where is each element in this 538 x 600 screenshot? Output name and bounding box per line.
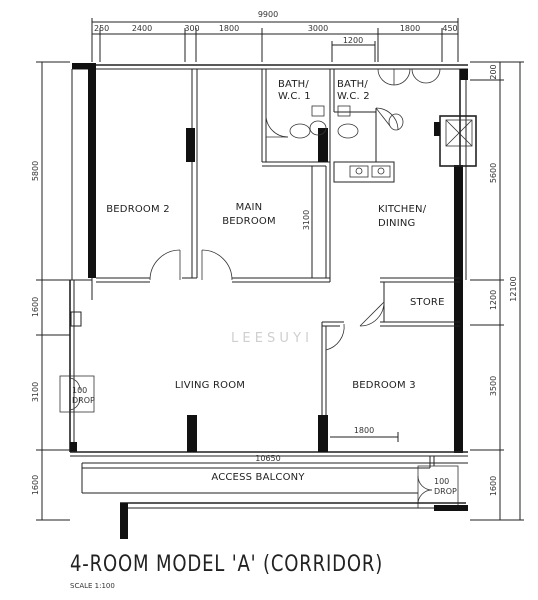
- dim-right-2: 5600: [489, 163, 498, 183]
- label-bedroom-3: BEDROOM 3: [352, 380, 416, 391]
- label-kitchen-line2: DINING: [378, 218, 416, 229]
- right-dimensions: 200 5600 1200 3500 1600 12100: [470, 61, 524, 521]
- dim-top-seg-2: 2400: [132, 24, 152, 33]
- dim-left-2: 1600: [31, 297, 40, 317]
- watermark-text: L E E S U Y I: [231, 331, 309, 346]
- dim-top-seg-1: 250: [94, 24, 109, 33]
- top-dimensions: 9900 250 2400 300 1800 3000 1800 450 120…: [91, 10, 459, 62]
- dim-right-3: 1200: [489, 290, 498, 310]
- room-labels: BEDROOM 2 MAIN BEDROOM BATH/ W.C. 1 BATH…: [72, 79, 457, 496]
- dim-bedroom3-width: 1800: [354, 426, 374, 435]
- dim-right-1: 200: [489, 64, 498, 79]
- interior-walls: [96, 69, 460, 452]
- label-bath-2-line1: BATH/: [337, 79, 368, 90]
- dim-top-sub: 1200: [343, 36, 363, 45]
- label-drop-right-2: DROP: [434, 487, 457, 496]
- dim-right-overall: 12100: [509, 276, 518, 301]
- label-drop-left-1: 100: [72, 386, 87, 395]
- dim-right-5: 1600: [489, 476, 498, 496]
- label-bath-2-line2: W.C. 2: [337, 91, 370, 102]
- dim-bottom-overall: 10650: [255, 454, 280, 463]
- label-kitchen-line1: KITCHEN/: [378, 204, 427, 215]
- dim-left-4: 1600: [31, 475, 40, 495]
- label-drop-right-1: 100: [434, 477, 449, 486]
- label-main-bedroom-line2: BEDROOM: [222, 216, 276, 227]
- plan-scale: SCALE 1:100: [70, 582, 115, 590]
- plan-title: 4-ROOM MODEL 'A' (CORRIDOR): [70, 552, 384, 577]
- access-balcony-area: [81, 456, 468, 539]
- label-access-balcony: ACCESS BALCONY: [211, 472, 305, 483]
- label-bath-1-line2: W.C. 1: [278, 91, 311, 102]
- label-bath-1-line1: BATH/: [278, 79, 309, 90]
- left-dimensions: 5800 1600 3100 1600: [31, 61, 70, 521]
- doors: [149, 68, 441, 351]
- dim-top-seg-5: 3000: [308, 24, 328, 33]
- dim-right-4: 3500: [489, 376, 498, 396]
- dim-left-1: 5800: [31, 161, 40, 181]
- interior-dimensions: 3100 10650 1800: [255, 166, 399, 463]
- label-store: STORE: [410, 297, 445, 308]
- dim-top-seg-6: 1800: [400, 24, 420, 33]
- dim-top-seg-7: 450: [442, 24, 457, 33]
- dim-bath-wall: 3100: [302, 210, 311, 230]
- label-living-room: LIVING ROOM: [175, 380, 245, 391]
- exterior-walls: [69, 63, 468, 457]
- dim-top-overall: 9900: [258, 10, 278, 19]
- fixtures: [59, 105, 477, 509]
- label-bedroom-2: BEDROOM 2: [106, 204, 170, 215]
- label-main-bedroom-line1: MAIN: [236, 202, 263, 213]
- dim-top-seg-4: 1800: [219, 24, 239, 33]
- dim-top-seg-3: 300: [184, 24, 199, 33]
- dim-left-3: 3100: [31, 382, 40, 402]
- label-drop-left-2: DROP: [72, 396, 95, 405]
